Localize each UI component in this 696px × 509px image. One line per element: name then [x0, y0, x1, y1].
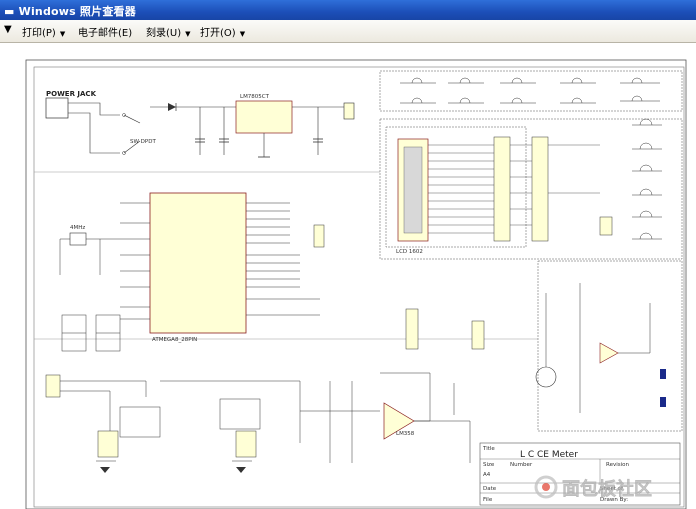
toolbar: ▼ 打印(P)▼ 电子邮件(E) 刻录(U)▼ 打开(O)▼: [0, 20, 696, 43]
schematic-image: POWER JACK SW DPDT LM7805CT ATMEGA8_28PI…: [25, 59, 687, 509]
switch-label: SW DPDT: [130, 139, 156, 145]
crystal-label: 4MHz: [70, 225, 85, 231]
title-block-number-label: Number: [510, 462, 533, 468]
window-title: ▬ Windows 照片查看器: [4, 5, 136, 18]
power-jack-label: POWER JACK: [46, 90, 97, 98]
opamp-label: LM358: [396, 431, 415, 437]
toolbar-menu-arrow-icon[interactable]: ▼: [4, 24, 12, 35]
email-button[interactable]: 电子邮件(E): [78, 28, 133, 39]
svg-text:面包板社区: 面包板社区: [562, 478, 652, 500]
image-viewer-area[interactable]: POWER JACK SW DPDT LM7805CT ATMEGA8_28PI…: [0, 43, 696, 509]
title-block-title-label: Title: [482, 446, 495, 452]
burn-button[interactable]: 刻录(U)▼: [146, 28, 191, 39]
app-icon: ▬: [4, 5, 19, 18]
title-block-size-label: Size: [483, 462, 495, 468]
lcd-label: LCD 1602: [396, 249, 423, 255]
title-block-revision-label: Revision: [606, 462, 629, 468]
mcu-label: ATMEGA8_28PIN: [152, 337, 197, 343]
regulator-label: LM7805CT: [240, 94, 270, 100]
chevron-down-icon: ▼: [185, 30, 191, 38]
watermark: 面包板社区: [534, 475, 652, 500]
title-block-size: A4: [483, 472, 491, 478]
title-block-sheet-label: Sheet of: [600, 486, 624, 492]
title-block-drawn-label: Drawn By:: [600, 497, 628, 503]
title-block-title: L C CE Meter: [520, 450, 578, 460]
window-titlebar: ▬ Windows 照片查看器: [0, 0, 696, 20]
title-block-file-label: File: [483, 497, 493, 503]
open-button[interactable]: 打开(O)▼: [200, 28, 246, 39]
title-block-date-label: Date: [483, 486, 497, 492]
print-button[interactable]: 打印(P)▼: [22, 28, 66, 39]
chevron-down-icon: ▼: [239, 30, 246, 38]
chevron-down-icon: ▼: [59, 30, 66, 38]
